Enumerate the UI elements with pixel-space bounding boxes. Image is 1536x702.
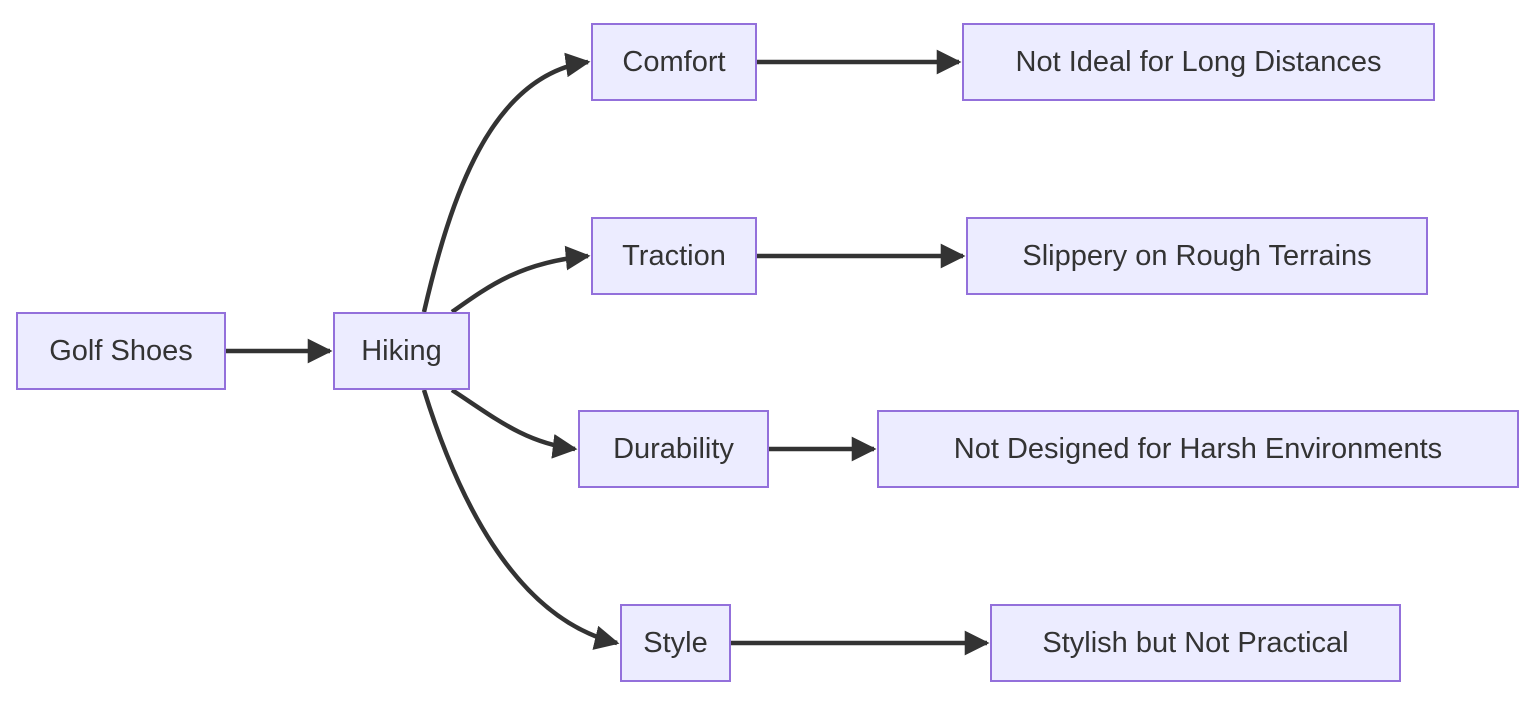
node-label-style: Style	[643, 626, 708, 659]
node-durability: Durability	[578, 410, 769, 488]
edge-hiking-durability	[450, 388, 578, 459]
node-comfort: Comfort	[591, 23, 757, 101]
node-label-comfort: Comfort	[622, 45, 726, 78]
node-label-hiking: Hiking	[361, 334, 442, 367]
edge-hiking-comfort	[421, 52, 591, 313]
node-label-style-result: Stylish but Not Practical	[1042, 626, 1349, 659]
node-label-traction: Traction	[622, 239, 726, 272]
node-style: Style	[620, 604, 731, 682]
edge-hiking-traction	[450, 245, 591, 314]
node-style-result: Stylish but Not Practical	[990, 604, 1401, 682]
node-traction: Traction	[591, 217, 757, 295]
node-label-traction-result: Slippery on Rough Terrains	[1022, 239, 1372, 272]
node-label-golf-shoes: Golf Shoes	[49, 334, 193, 367]
edge-hiking-style	[421, 389, 620, 650]
node-traction-result: Slippery on Rough Terrains	[966, 217, 1428, 295]
node-hiking: Hiking	[333, 312, 470, 390]
node-label-durability-result: Not Designed for Harsh Environments	[953, 432, 1443, 465]
node-label-comfort-result: Not Ideal for Long Distances	[1015, 45, 1382, 78]
node-comfort-result: Not Ideal for Long Distances	[962, 23, 1435, 101]
node-golf-shoes: Golf Shoes	[16, 312, 226, 390]
node-durability-result: Not Designed for Harsh Environments	[877, 410, 1519, 488]
node-label-durability: Durability	[613, 432, 734, 465]
